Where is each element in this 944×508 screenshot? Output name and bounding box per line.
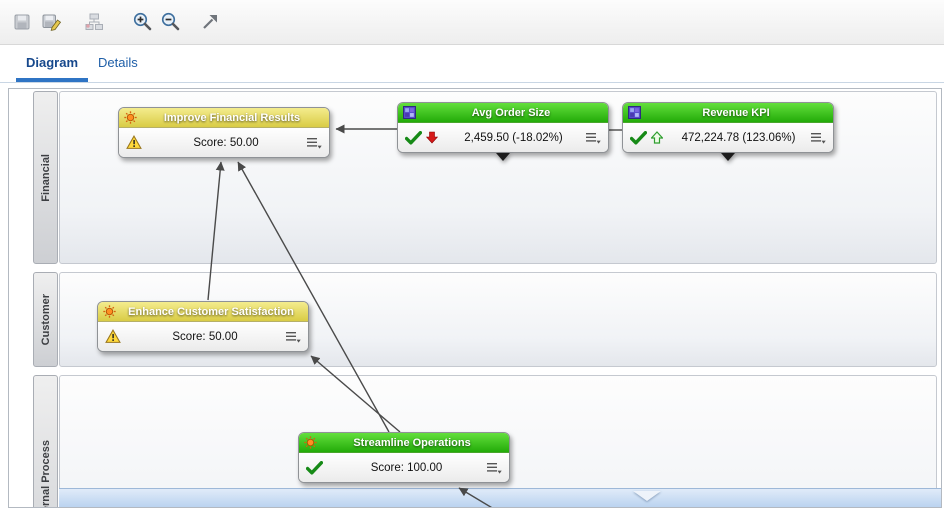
node-expand-arrow[interactable]: [496, 153, 510, 161]
node-streamline-operations[interactable]: Streamline Operations Score: 100.00: [298, 432, 510, 483]
causal-linkage-button[interactable]: [196, 9, 224, 37]
save-as-icon: [42, 14, 62, 31]
node-header: Revenue KPI: [623, 103, 833, 123]
status-ok-icon: [405, 130, 422, 145]
node-avg-order-size[interactable]: Avg Order Size 2,459.50 (-18.02%): [397, 102, 609, 161]
node-value: Score: 50.00: [193, 136, 259, 149]
node-value: 472,224.78 (123.06%): [681, 131, 796, 144]
node-header: Improve Financial Results: [119, 108, 329, 128]
lane-label-text: Financial: [39, 153, 52, 202]
kpi-icon: [628, 106, 641, 119]
node-value: Score: 100.00: [370, 461, 443, 474]
node-value: 2,459.50 (-18.02%): [464, 131, 563, 144]
zoom-out-button[interactable]: [156, 9, 184, 37]
node-menu-icon[interactable]: [810, 132, 826, 144]
add-related-nodes-button[interactable]: [80, 9, 108, 37]
objective-icon: [103, 305, 116, 318]
tab-bar: Diagram Details: [0, 46, 944, 83]
status-warning-icon: [126, 135, 142, 150]
status-ok-icon: [630, 130, 647, 145]
node-title: Avg Order Size: [471, 106, 551, 119]
save-as-button[interactable]: [38, 9, 66, 37]
lane-label-internal-process: Internal Process: [33, 375, 58, 508]
node-improve-financial-results[interactable]: Improve Financial Results Score: 50.00: [118, 107, 330, 158]
node-menu-icon[interactable]: [306, 137, 322, 149]
objective-icon: [304, 436, 317, 449]
node-enhance-customer-satisfaction[interactable]: Enhance Customer Satisfaction Score: 50.…: [97, 301, 309, 352]
status-warning-icon: [105, 329, 121, 344]
tab-details[interactable]: Details: [98, 55, 138, 70]
kpi-icon: [403, 106, 416, 119]
add-related-nodes-icon: [85, 13, 103, 30]
node-title: Improve Financial Results: [163, 111, 301, 124]
node-title: Enhance Customer Satisfaction: [128, 305, 294, 318]
bottom-scrollbar[interactable]: [59, 488, 941, 507]
tab-diagram[interactable]: Diagram: [16, 46, 89, 82]
diagonal-arrow-icon: [202, 15, 217, 29]
node-body: 472,224.78 (123.06%): [623, 123, 833, 152]
trend-down-icon: [426, 131, 438, 144]
zoom-in-button[interactable]: [128, 9, 156, 37]
node-header: Avg Order Size: [398, 103, 608, 123]
lane-label-text: Customer: [39, 293, 52, 346]
node-revenue-kpi[interactable]: Revenue KPI 472,224.78 (123.06%): [622, 102, 834, 161]
node-menu-icon[interactable]: [585, 132, 601, 144]
node-title: Revenue KPI: [702, 106, 770, 119]
node-body: Score: 100.00: [299, 453, 509, 482]
lane-label-financial: Financial: [33, 91, 58, 264]
node-value: Score: 50.00: [172, 330, 238, 343]
node-menu-icon[interactable]: [486, 462, 502, 474]
toolbar: [0, 0, 944, 45]
node-body: Score: 50.00: [98, 322, 308, 351]
node-title: Streamline Operations: [353, 436, 471, 449]
lane-label-text: Internal Process: [39, 439, 52, 508]
objective-icon: [124, 111, 137, 124]
save-icon: [14, 14, 30, 29]
zoom-in-icon: [133, 12, 151, 31]
node-header: Streamline Operations: [299, 433, 509, 453]
diagram-canvas: Financial Customer Internal Process: [8, 88, 942, 508]
trend-up-icon: [651, 131, 663, 144]
node-header: Enhance Customer Satisfaction: [98, 302, 308, 322]
node-body: 2,459.50 (-18.02%): [398, 123, 608, 152]
zoom-out-icon: [161, 12, 179, 31]
node-menu-icon[interactable]: [285, 331, 301, 343]
lane-label-customer: Customer: [33, 272, 58, 367]
save-button[interactable]: [8, 9, 36, 37]
collapse-handle-icon[interactable]: [633, 491, 661, 501]
node-expand-arrow[interactable]: [721, 153, 735, 161]
status-ok-icon: [306, 460, 323, 475]
node-body: Score: 50.00: [119, 128, 329, 157]
